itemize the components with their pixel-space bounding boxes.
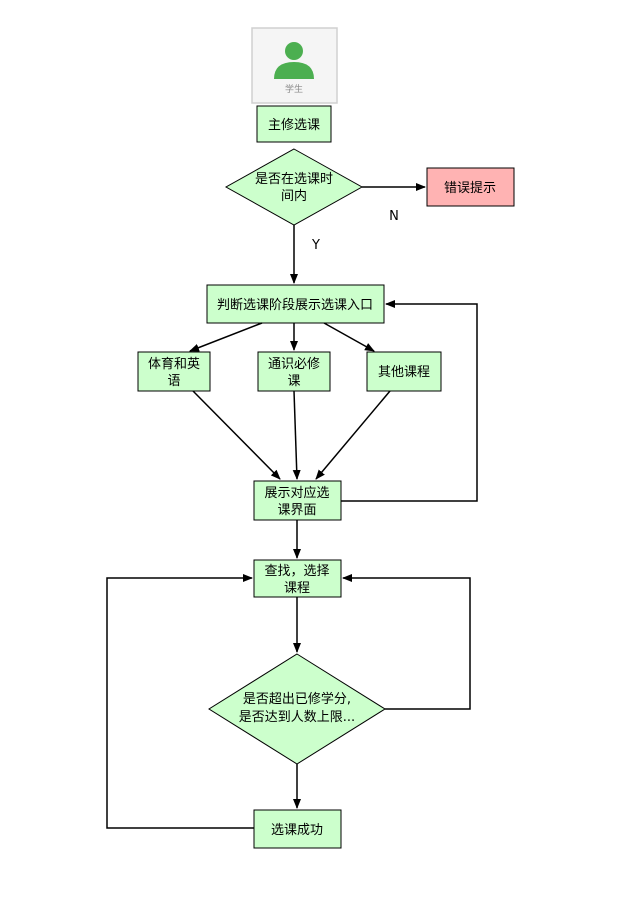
edge-other-to-showui bbox=[315, 390, 391, 480]
edges bbox=[106, 183, 478, 829]
node-search-label-1: 查找，选择 bbox=[264, 564, 329, 579]
node-judge-stage: 判断选课阶段展示选课入口 bbox=[206, 284, 385, 324]
actor-label: 学生 bbox=[285, 83, 303, 95]
node-error: 错误提示 bbox=[426, 167, 515, 207]
edge-pe-to-showui bbox=[192, 390, 281, 480]
user-icon bbox=[274, 42, 314, 79]
node-limit-check-label-1: 是否超出已修学分, bbox=[243, 691, 351, 707]
edge-success-back-to-search bbox=[106, 574, 254, 829]
node-show-ui-label-1: 展示对应选 bbox=[264, 485, 329, 501]
node-search-label-2: 课程 bbox=[284, 581, 310, 596]
node-limit-check: 是否超出已修学分, 是否达到人数上限... bbox=[208, 653, 386, 765]
node-major-select-label: 主修选课 bbox=[268, 118, 320, 133]
node-time-check-label-1: 是否在选课时 bbox=[255, 172, 333, 187]
edge-judge-to-pe bbox=[189, 322, 263, 352]
node-judge-stage-label: 判断选课阶段展示选课入口 bbox=[217, 298, 373, 313]
edge-showui-back-to-judge bbox=[341, 300, 478, 502]
node-show-ui-label-2: 课界面 bbox=[277, 503, 316, 518]
edge-judge-to-other bbox=[323, 322, 375, 352]
edge-label-no: N bbox=[389, 209, 399, 224]
student-actor: 学生 bbox=[251, 27, 338, 104]
node-major-select: 主修选课 bbox=[256, 105, 332, 143]
node-pe-english: 体育和英 语 bbox=[137, 351, 211, 392]
node-general: 通识必修 课 bbox=[257, 351, 331, 392]
node-show-ui: 展示对应选 课界面 bbox=[253, 480, 342, 521]
node-search: 查找，选择 课程 bbox=[253, 559, 342, 598]
node-time-check-label-2: 间内 bbox=[281, 188, 307, 204]
node-limit-check-label-2: 是否达到人数上限... bbox=[239, 710, 355, 725]
edge-limit-back-to-search bbox=[342, 574, 471, 710]
edge-general-to-showui bbox=[292, 390, 301, 480]
node-other: 其他课程 bbox=[366, 351, 442, 392]
node-other-label: 其他课程 bbox=[378, 365, 430, 380]
node-pe-english-label-1: 体育和英 bbox=[148, 356, 200, 372]
node-pe-english-label-2: 语 bbox=[167, 374, 180, 389]
edge-label-yes: Y bbox=[311, 238, 320, 253]
node-general-label-1: 通识必修 bbox=[268, 357, 320, 372]
node-error-label: 错误提示 bbox=[444, 180, 496, 196]
node-time-check: 是否在选课时 间内 bbox=[224, 148, 364, 226]
node-success-label: 选课成功 bbox=[271, 823, 323, 838]
node-success: 选课成功 bbox=[253, 809, 342, 849]
node-general-label-2: 课 bbox=[287, 374, 300, 389]
